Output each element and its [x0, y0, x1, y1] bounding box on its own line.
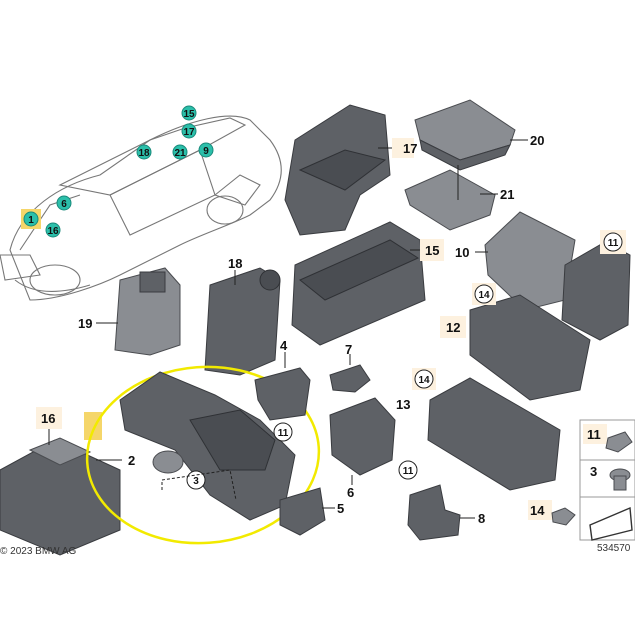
svg-text:4: 4: [280, 338, 288, 353]
svg-text:2: 2: [128, 453, 135, 468]
svg-text:14: 14: [418, 375, 430, 386]
car-callout-9[interactable]: 9: [198, 142, 214, 158]
part-16-fuse-block[interactable]: 16: [0, 407, 121, 556]
part-3-clip[interactable]: 3: [161, 469, 237, 501]
svg-text:3: 3: [590, 464, 597, 479]
svg-text:17: 17: [183, 127, 195, 138]
svg-text:9: 9: [203, 146, 209, 157]
part-20-bracket[interactable]: 20: [414, 99, 544, 171]
car-callout-17[interactable]: 17: [181, 123, 197, 139]
svg-text:18: 18: [228, 256, 242, 271]
svg-text:15: 15: [425, 243, 439, 258]
svg-text:20: 20: [530, 133, 544, 148]
part-2-bracket[interactable]: 2: [96, 371, 296, 521]
car-callout-6[interactable]: 6: [56, 195, 72, 211]
part-19-bracket[interactable]: 19: [78, 267, 181, 356]
svg-text:14: 14: [530, 503, 545, 518]
part-11-relay-assembly[interactable]: 11: [561, 230, 631, 341]
part-6-holder[interactable]: 6 11: [329, 397, 418, 500]
small-part-3-clip[interactable]: 3: [590, 464, 631, 491]
small-part-11-nut[interactable]: 11: [583, 424, 633, 453]
svg-text:6: 6: [61, 199, 67, 210]
svg-text:15: 15: [183, 109, 195, 120]
reference-number: 534570: [597, 543, 631, 554]
svg-text:7: 7: [345, 342, 352, 357]
part-15-fuse-box[interactable]: 15: [291, 221, 444, 346]
part-4-cover[interactable]: 4: [254, 338, 311, 421]
part-13-holder[interactable]: 14 13: [396, 368, 561, 491]
small-part-14-nut[interactable]: 14: [528, 500, 576, 526]
svg-text:18: 18: [138, 148, 150, 159]
part-5-clip[interactable]: 5: [279, 487, 344, 536]
svg-text:16: 16: [47, 226, 59, 237]
svg-text:1: 1: [28, 215, 34, 226]
part-21-bracket[interactable]: 21: [404, 165, 514, 231]
part-7-cap[interactable]: 7: [329, 342, 371, 393]
svg-text:12: 12: [446, 320, 460, 335]
vehicle-outline: [0, 115, 282, 301]
car-callout-16[interactable]: 16: [45, 222, 61, 238]
part-12-holder[interactable]: 14 12: [440, 283, 591, 401]
car-callout-18[interactable]: 18: [136, 144, 152, 160]
svg-text:5: 5: [337, 501, 344, 516]
svg-text:8: 8: [478, 511, 485, 526]
svg-text:21: 21: [500, 187, 514, 202]
svg-text:11: 11: [403, 466, 414, 477]
copyright-text: © 2023 BMW AG: [0, 546, 77, 557]
svg-text:17: 17: [403, 141, 417, 156]
arrow-symbol: [589, 506, 633, 541]
part-18-bracket[interactable]: 18: [204, 256, 281, 376]
svg-text:19: 19: [78, 316, 92, 331]
svg-text:6: 6: [347, 485, 354, 500]
car-callout-1[interactable]: 1: [21, 209, 41, 229]
svg-text:3: 3: [193, 476, 199, 487]
part-8-cover[interactable]: 8: [407, 484, 485, 541]
svg-text:10: 10: [455, 245, 469, 260]
car-callout-15[interactable]: 15: [181, 105, 197, 121]
highlight-ellipse: [85, 365, 321, 545]
svg-text:11: 11: [587, 427, 601, 442]
svg-text:11: 11: [608, 238, 619, 249]
car-callout-21[interactable]: 21: [172, 144, 188, 160]
part-17-bracket[interactable]: 17: [284, 104, 417, 236]
svg-text:16: 16: [41, 411, 55, 426]
part-11-circle-mid[interactable]: 11: [273, 422, 293, 442]
svg-text:21: 21: [174, 148, 186, 159]
svg-text:13: 13: [396, 397, 410, 412]
svg-text:14: 14: [478, 290, 490, 301]
svg-text:11: 11: [278, 428, 289, 439]
